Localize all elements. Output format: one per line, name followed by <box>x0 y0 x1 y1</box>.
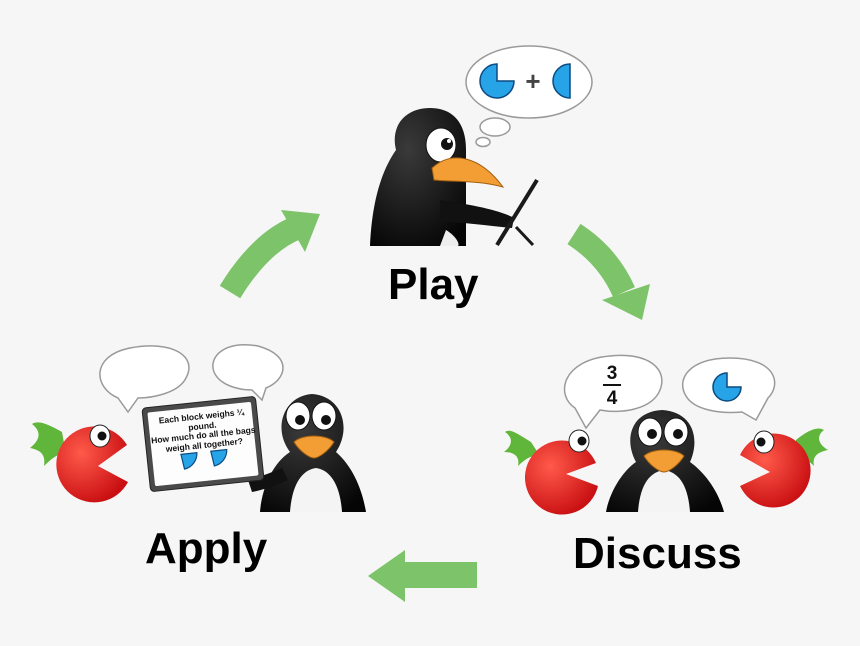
three-quarter-circle-icon <box>712 372 742 402</box>
fraction-numerator: 3 <box>607 363 618 384</box>
arrow-play-to-discuss <box>567 223 650 320</box>
speech-bubble-apply-right <box>212 344 284 402</box>
penguin-discussing <box>606 410 724 512</box>
stage-label-discuss: Discuss <box>573 529 742 578</box>
fraction-denominator: 4 <box>607 388 618 409</box>
three-quarter-circle-icon <box>479 63 515 99</box>
stage-label-apply: Apply <box>145 524 268 573</box>
penguin-applying <box>248 394 366 512</box>
tomato-character-discuss-right <box>740 428 828 508</box>
penguin-playing <box>370 108 539 247</box>
arrow-discuss-to-apply <box>368 550 477 602</box>
plus-operator: + <box>525 66 540 96</box>
half-circle-icon <box>552 63 571 99</box>
fraction-three-quarters: 3 4 <box>603 363 621 409</box>
stage-label-play: Play <box>388 260 479 309</box>
tomato-character-apply <box>30 422 129 503</box>
quarter-circle-icon <box>180 452 198 470</box>
arrow-apply-to-play <box>219 210 320 299</box>
speech-bubble-discuss-left <box>563 354 663 430</box>
speech-bubble-apply-left <box>99 345 190 414</box>
word-problem-sign <box>141 396 265 492</box>
quarter-circle-icon <box>210 448 228 467</box>
thought-bubble-play <box>465 45 593 148</box>
sign-fraction-pieces <box>180 448 228 470</box>
tomato-character-discuss-left <box>504 429 598 515</box>
